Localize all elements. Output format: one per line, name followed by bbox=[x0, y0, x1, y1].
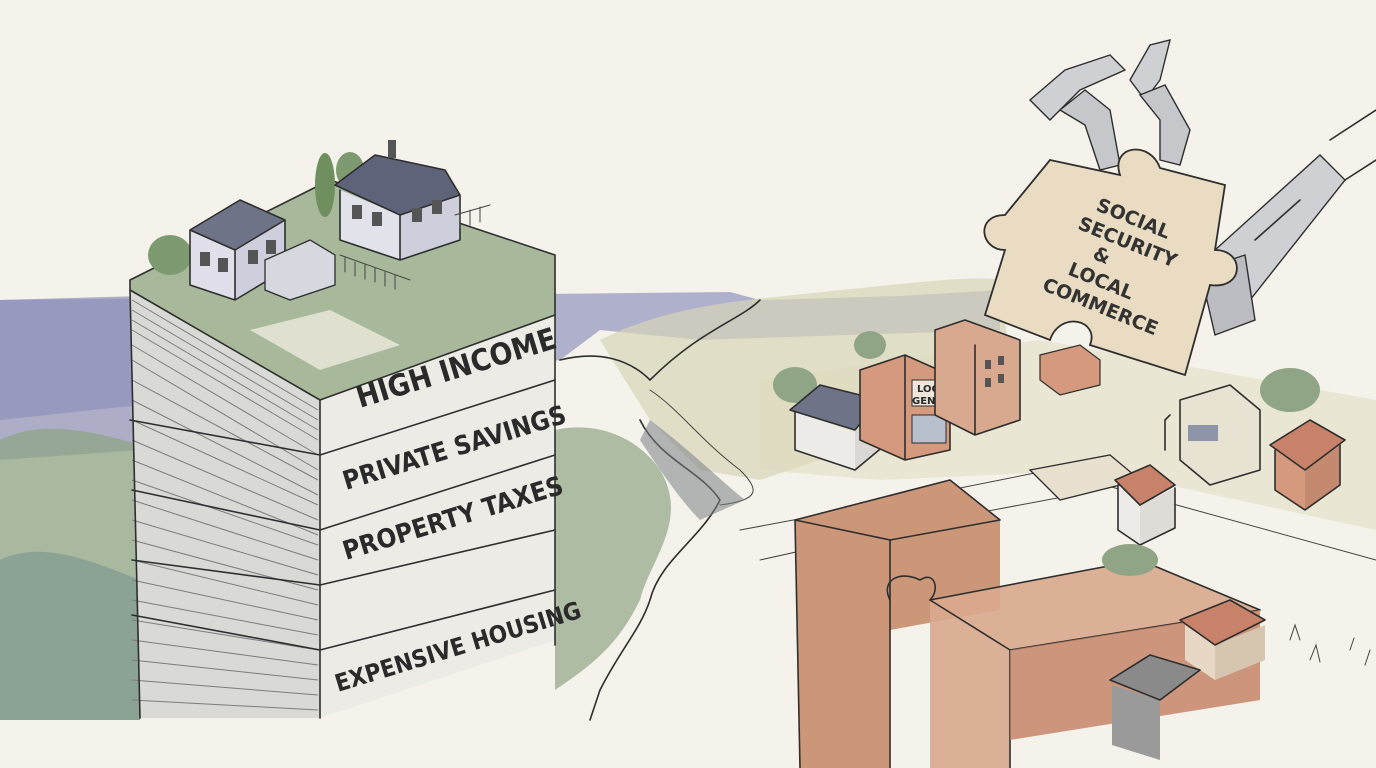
brick-block-left bbox=[795, 480, 1000, 768]
fence bbox=[454, 204, 491, 229]
cliff-edge bbox=[559, 299, 761, 381]
sea-left bbox=[0, 296, 140, 460]
tree-icon bbox=[315, 153, 335, 217]
house-icon bbox=[1114, 464, 1176, 546]
puzzle-text-line3: & bbox=[1090, 243, 1114, 270]
tree-icon bbox=[773, 367, 817, 403]
shop-building bbox=[1179, 384, 1261, 486]
house-icon bbox=[1179, 599, 1266, 680]
house-icon bbox=[1269, 419, 1346, 511]
stack-top-houses bbox=[148, 140, 491, 301]
house-icon bbox=[1109, 654, 1201, 760]
tree-icon bbox=[148, 235, 192, 275]
tree-icon bbox=[1260, 368, 1320, 412]
middle-forest bbox=[555, 427, 671, 690]
stack-side bbox=[130, 290, 320, 718]
canyon-shadow bbox=[640, 420, 745, 520]
stack-front bbox=[320, 315, 555, 718]
tree-icon bbox=[854, 331, 886, 359]
puzzle-knob bbox=[886, 575, 936, 601]
tree-icon bbox=[1102, 544, 1158, 576]
robotic-hand bbox=[1028, 39, 1376, 336]
left-forest-dark bbox=[0, 551, 140, 720]
canyon-crack-2 bbox=[649, 389, 754, 506]
grass-tufts bbox=[1289, 623, 1371, 666]
puzzle-piece-body bbox=[983, 148, 1238, 377]
town: LOCAL GENEROLE bbox=[773, 319, 1346, 511]
puzzle-ground-blocks bbox=[794, 454, 1266, 768]
fence bbox=[339, 254, 411, 290]
street-lamp-icon bbox=[1164, 414, 1171, 451]
shop-building bbox=[934, 319, 1021, 436]
house-icon bbox=[189, 199, 286, 301]
house-icon bbox=[334, 140, 461, 261]
small-block bbox=[1039, 344, 1101, 396]
